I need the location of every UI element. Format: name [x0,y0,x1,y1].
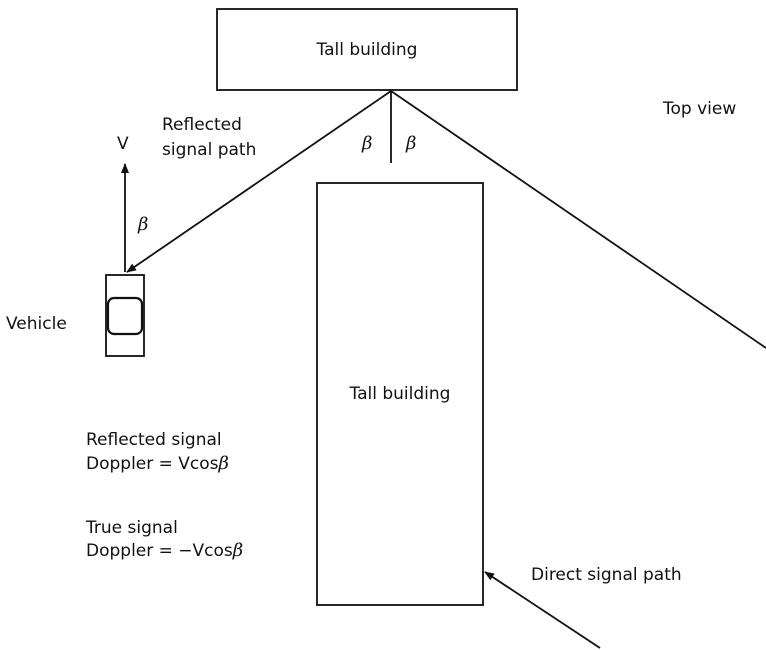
true-doppler-formula: Doppler = −Vcos [86,541,233,561]
true-doppler-beta: β [232,540,243,561]
reflected-doppler-line1: Reflected signal [86,430,222,450]
beta-right-of-normal: β [405,133,416,154]
direct-signal-path [484,571,601,649]
reflected-path-label-line1: Reflected [162,115,242,135]
beta-left-of-normal: β [361,133,372,154]
reflected-signal-path [126,90,392,273]
reflected-doppler-line2: Doppler = Vcosβ [86,453,229,474]
direct-path-label: Direct signal path [531,565,682,585]
reflected-doppler-beta: β [218,453,229,474]
reflected-doppler-formula: Doppler = Vcos [86,454,219,474]
vehicle-label: Vehicle [6,314,67,334]
vehicle-cabin [106,296,144,336]
true-doppler-line1: True signal [85,518,178,538]
top-building [216,8,518,91]
reflected-path-label-line2: signal path [162,140,256,160]
incoming-signal-path [390,90,766,349]
true-doppler-line2: Doppler = −Vcosβ [86,540,243,561]
center-building [316,182,484,606]
velocity-label: V [117,134,129,154]
view-label: Top view [662,99,736,119]
beta-at-vehicle: β [137,214,148,235]
center-building-label: Tall building [349,384,451,404]
top-building-label: Tall building [316,40,418,60]
